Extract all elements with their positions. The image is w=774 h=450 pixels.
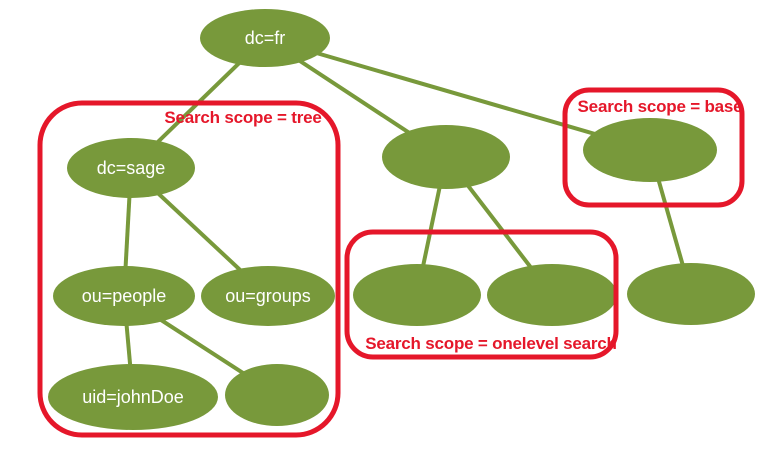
node-onelevel-1	[353, 264, 481, 326]
node-label-ou-people: ou=people	[82, 286, 167, 306]
node-onelevel-2	[487, 264, 617, 326]
scope-label-base: Search scope = base	[578, 97, 743, 116]
node-ou-people	[53, 266, 195, 326]
node-dc-sage	[67, 138, 195, 198]
scope-label-tree: Search scope = tree	[164, 108, 321, 127]
node-label-dc-fr: dc=fr	[245, 28, 286, 48]
edge-dc-fr-base-node	[264, 36, 651, 152]
node-leaf-unlabeled	[225, 364, 329, 426]
node-ou-groups	[201, 266, 335, 326]
scope-box-tree	[37, 100, 341, 438]
node-label-uid-johndoe: uid=johnDoe	[82, 387, 184, 407]
node-mid-node	[382, 125, 510, 189]
scope-box-base	[562, 87, 745, 208]
node-label-dc-sage: dc=sage	[97, 158, 166, 178]
scope-boxes-layer: Search scope = tree Search scope = baseSe…	[37, 87, 745, 438]
node-base-node	[583, 118, 717, 182]
node-right-leaf	[627, 263, 755, 325]
node-dc-fr	[200, 9, 330, 67]
scope-box-onelevel	[344, 229, 619, 360]
node-label-ou-groups: ou=groups	[225, 286, 311, 306]
scope-label-onelevel: Search scope = onelevel search	[365, 334, 617, 353]
node-uid-johndoe	[48, 364, 218, 430]
nodes-layer: dc=fr dc=sage ou=people ou=groups uid=johnDo…	[48, 9, 755, 430]
